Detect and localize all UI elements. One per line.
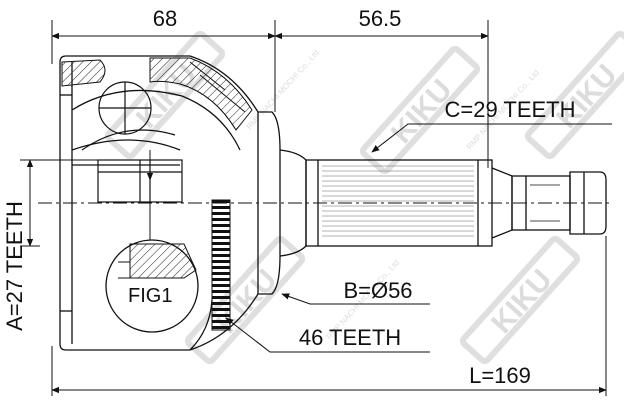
callout-abs-teeth: 46 TEETH — [299, 325, 401, 350]
abs-tooth — [212, 200, 230, 203]
dim-56-5: 56.5 — [359, 6, 402, 31]
abs-tooth — [212, 206, 230, 209]
abs-tooth — [212, 260, 230, 263]
outer-housing — [59, 55, 281, 351]
abs-tooth — [212, 242, 230, 245]
abs-tooth — [212, 230, 230, 233]
abs-tooth — [212, 326, 230, 329]
callout-diameter-b: B=Ø56 — [343, 278, 412, 303]
dim-68: 68 — [153, 6, 177, 31]
abs-tooth — [212, 308, 230, 311]
dimension-lines — [20, 20, 612, 396]
abs-tooth — [212, 302, 230, 305]
housing-section-hatch — [149, 57, 253, 131]
abs-tooth — [212, 224, 230, 227]
abs-ring-frame — [211, 199, 231, 331]
abs-tooth — [212, 278, 230, 281]
spline-c-pattern — [322, 165, 474, 237]
housing-section-hatch — [61, 59, 106, 87]
abs-tooth — [212, 248, 230, 251]
abs-tooth — [212, 266, 230, 269]
abs-tooth — [212, 218, 230, 221]
abs-tooth — [212, 236, 230, 239]
abs-tooth — [212, 296, 230, 299]
dim-length: L=169 — [469, 363, 531, 388]
stem-shaft — [279, 149, 607, 257]
abs-tone-ring — [211, 199, 231, 331]
detail-label: FIG1 — [128, 285, 172, 307]
abs-tooth — [212, 314, 230, 317]
callout-spline-a: A=27 TEETH — [2, 201, 27, 331]
abs-tooth — [212, 254, 230, 257]
callout-spline-c: C=29 TEETH — [444, 97, 575, 122]
abs-tooth — [212, 290, 230, 293]
abs-tooth — [212, 284, 230, 287]
watermark-caption: RMP NACHI MOCHI Co., Ltd — [245, 48, 321, 131]
abs-tooth — [212, 272, 230, 275]
abs-tooth — [212, 212, 230, 215]
abs-tooth — [212, 320, 230, 323]
inner-race — [97, 159, 183, 203]
detail-fig1: FIG1 — [105, 165, 199, 333]
